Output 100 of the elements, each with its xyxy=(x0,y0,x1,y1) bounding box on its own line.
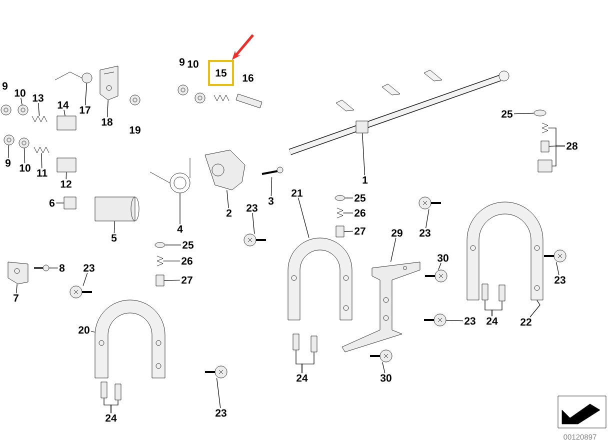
part-drawing xyxy=(336,226,344,238)
part-drawing xyxy=(64,196,76,210)
part-drawing xyxy=(150,158,190,194)
part-drawing xyxy=(544,250,566,262)
part-drawing xyxy=(54,72,92,84)
leader-line xyxy=(64,110,66,116)
callout-number: 12 xyxy=(60,180,72,188)
part-drawing xyxy=(482,284,488,300)
leader-line xyxy=(226,190,229,208)
callout-number: 9 xyxy=(5,159,11,167)
part-drawing xyxy=(56,158,76,172)
part-drawing xyxy=(244,234,266,246)
leader-line xyxy=(556,262,560,276)
callout-number: 30 xyxy=(380,374,392,382)
callout-number: 20 xyxy=(78,326,90,334)
leader-line xyxy=(362,132,366,176)
callout-number: 14 xyxy=(58,101,69,109)
part-drawing xyxy=(342,262,420,352)
leader-line xyxy=(90,331,96,332)
callout-number: 6 xyxy=(49,199,55,207)
callout-number: 21 xyxy=(292,189,303,197)
part-drawing xyxy=(18,104,28,116)
part-drawing xyxy=(292,334,300,350)
leader-line xyxy=(382,362,386,374)
leader-line xyxy=(106,100,108,118)
part-drawing xyxy=(156,274,164,286)
part-drawing xyxy=(114,384,122,400)
part-drawing xyxy=(94,196,140,222)
callout-number: 17 xyxy=(80,106,90,114)
callout-number: 24 xyxy=(106,414,117,422)
callout-number: 10 xyxy=(20,164,30,172)
callout-number: 8 xyxy=(59,264,65,272)
leader-line xyxy=(514,112,534,114)
part-drawing xyxy=(18,138,30,148)
callout-number: 25 xyxy=(182,241,194,249)
callout-number: 25 xyxy=(354,194,366,202)
callout-number: 11 xyxy=(37,169,48,177)
callout-number: 1 xyxy=(362,176,368,184)
highlight-box: 15 xyxy=(208,60,234,86)
leader-line xyxy=(552,146,566,166)
leader-line xyxy=(162,260,180,262)
part-drawing xyxy=(8,262,28,284)
part-drawing xyxy=(34,146,50,154)
part-drawing xyxy=(538,160,552,172)
callout-number: 2 xyxy=(226,209,232,217)
part-drawing xyxy=(94,300,166,378)
leader-line xyxy=(438,262,442,270)
callout-number: 27 xyxy=(354,227,366,235)
part-drawing xyxy=(288,238,352,320)
part-drawing xyxy=(424,314,446,326)
callout-number: 9 xyxy=(179,58,185,66)
callout-number: 24 xyxy=(296,374,308,382)
leader-line xyxy=(16,284,18,294)
part-drawing xyxy=(4,134,14,146)
leader-line xyxy=(164,244,182,246)
callout-number: 23 xyxy=(420,229,430,237)
part-drawing xyxy=(418,196,441,210)
callout-number: 18 xyxy=(102,118,112,126)
leader-line xyxy=(342,212,354,214)
callout-number: 10 xyxy=(14,89,26,97)
callout-number: 22 xyxy=(520,318,532,326)
callout-number: 9 xyxy=(2,82,8,90)
callout-number: 27 xyxy=(182,276,192,284)
part-drawing xyxy=(540,140,550,152)
leader-line xyxy=(82,272,88,286)
callout-number: 10 xyxy=(188,60,198,68)
leader-line xyxy=(38,102,40,116)
part-drawing xyxy=(498,284,506,302)
callout-number: 16 xyxy=(242,74,254,82)
part-drawing xyxy=(205,366,228,378)
part-drawing xyxy=(100,66,118,100)
leader-line xyxy=(252,212,255,234)
part-drawing xyxy=(154,242,166,248)
callout-number: 30 xyxy=(437,254,448,262)
part-drawing xyxy=(70,286,92,298)
part-drawing xyxy=(336,208,344,218)
callout-number: 23 xyxy=(554,276,566,284)
part-drawing xyxy=(156,256,164,266)
callout-number: 4 xyxy=(177,225,183,233)
leader-line xyxy=(530,300,540,318)
callout-number: 23 xyxy=(464,317,476,325)
leader-line xyxy=(66,172,67,180)
callout-number: 25 xyxy=(502,110,513,118)
callout-number: 24 xyxy=(486,317,498,325)
part-drawing xyxy=(262,166,284,175)
leader-line xyxy=(85,82,87,106)
callout-number: 7 xyxy=(14,294,18,302)
callout-number: 5 xyxy=(111,234,117,242)
leader-line xyxy=(492,300,502,316)
callout-number: 29 xyxy=(392,229,402,237)
callout-number: 13 xyxy=(32,94,44,102)
leader-line xyxy=(270,176,272,196)
callout-number: 28 xyxy=(566,142,578,150)
part-drawing xyxy=(56,116,76,130)
leader-line xyxy=(216,378,221,408)
leader-line xyxy=(56,202,64,204)
leader-line xyxy=(114,220,115,234)
part-drawing xyxy=(100,382,108,398)
leader-line xyxy=(8,144,10,158)
leader-line xyxy=(446,320,464,322)
